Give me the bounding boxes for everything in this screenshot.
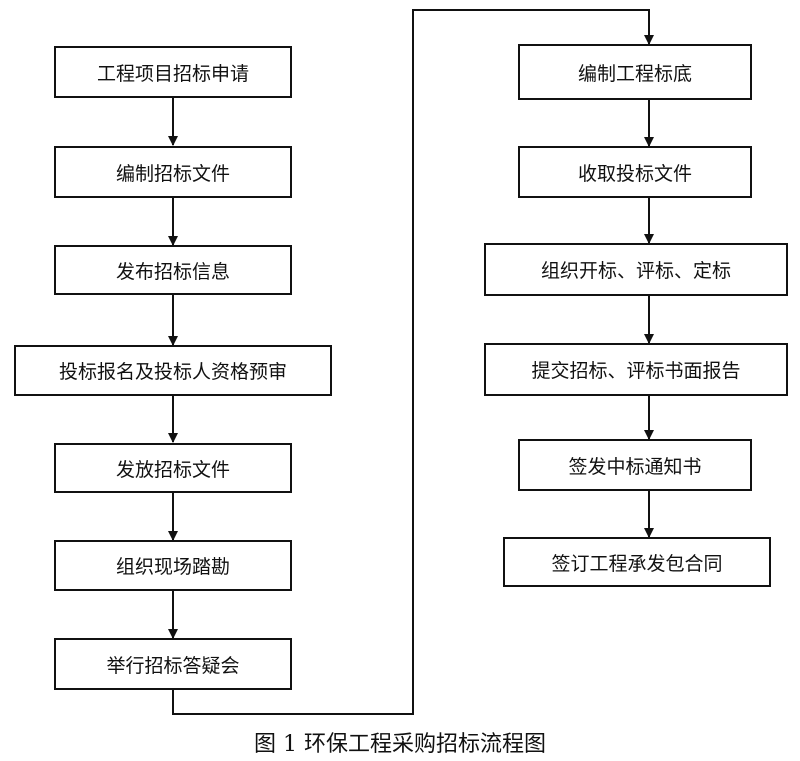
step-box-issue-award-notice: 签发中标通知书 — [518, 439, 752, 491]
step-label: 收取投标文件 — [577, 162, 692, 185]
step-box-sign-contract: 签订工程承发包合同 — [503, 537, 771, 587]
step-label: 编制招标文件 — [115, 162, 230, 185]
step-label: 编制工程标底 — [577, 62, 692, 85]
step-box-registration-prequalification: 投标报名及投标人资格预审 — [14, 345, 332, 396]
connector-left-to-right — [172, 9, 654, 715]
figure-caption: 图 1 环保工程采购招标流程图 — [254, 732, 546, 757]
step-box-prepare-base-price: 编制工程标底 — [518, 44, 752, 100]
step-box-issue-bid-documents: 发放招标文件 — [54, 443, 292, 493]
step-label: 投标报名及投标人资格预审 — [58, 361, 287, 383]
step-box-project-bid-application: 工程项目招标申请 — [54, 46, 292, 98]
step-label: 发布招标信息 — [115, 260, 230, 283]
step-box-bid-qa-meeting: 举行招标答疑会 — [54, 638, 292, 690]
step-box-prepare-bid-documents: 编制招标文件 — [54, 146, 292, 198]
step-box-open-evaluate-award: 组织开标、评标、定标 — [484, 243, 788, 296]
step-label: 组织开标、评标、定标 — [540, 260, 731, 282]
step-box-publish-bid-info: 发布招标信息 — [54, 245, 292, 295]
step-label: 举行招标答疑会 — [106, 654, 240, 677]
step-label: 签发中标通知书 — [568, 455, 702, 478]
step-label: 工程项目招标申请 — [96, 62, 249, 85]
step-label: 组织现场踏勘 — [115, 556, 230, 578]
step-box-site-survey: 组织现场踏勘 — [54, 540, 292, 591]
step-box-submit-reports: 提交招标、评标书面报告 — [484, 343, 788, 396]
step-label: 签订工程承发包合同 — [551, 552, 723, 575]
step-box-collect-bids: 收取投标文件 — [518, 146, 752, 198]
step-label: 提交招标、评标书面报告 — [531, 360, 741, 382]
step-label: 发放招标文件 — [115, 458, 230, 481]
